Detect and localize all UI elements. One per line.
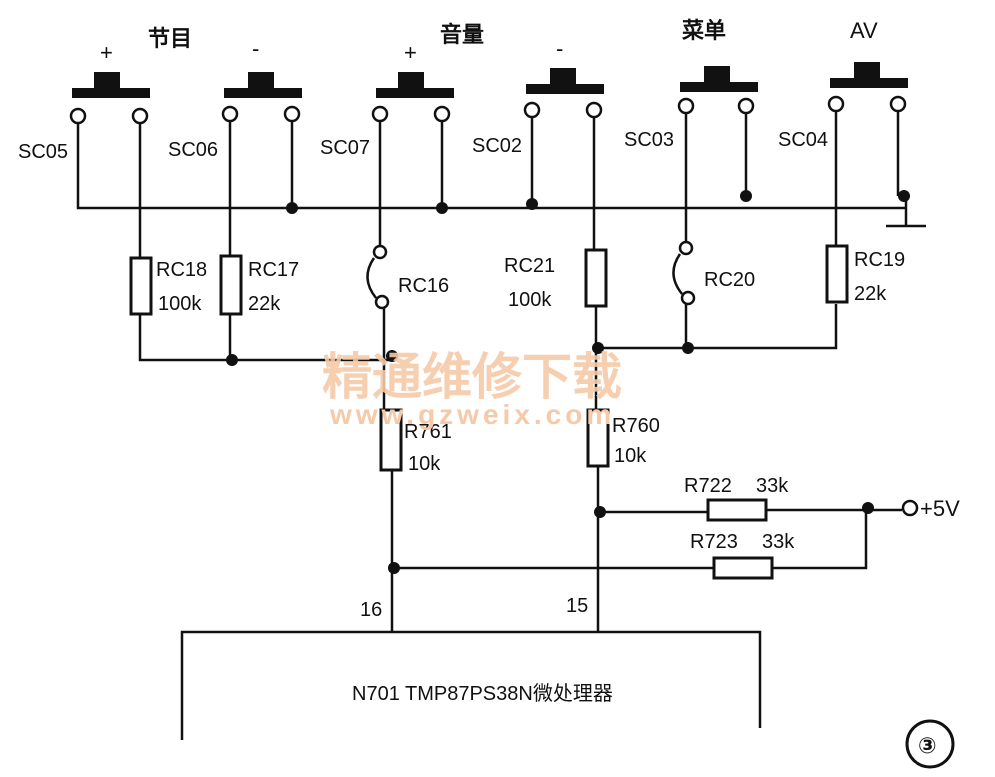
label-r761: R761 bbox=[404, 421, 452, 443]
button-sc03 bbox=[677, 66, 758, 115]
supply-label: +5V bbox=[920, 496, 960, 521]
microprocessor-box bbox=[180, 630, 762, 740]
label-rc21: RC21 bbox=[504, 255, 555, 277]
button-sc06 bbox=[221, 72, 302, 123]
label-sc07: SC07 bbox=[320, 137, 370, 159]
jumper-rc16 bbox=[366, 244, 390, 310]
value-r722: 33k bbox=[756, 475, 789, 497]
resistor-rc18 bbox=[129, 256, 153, 316]
sign-sc02: - bbox=[556, 36, 563, 61]
right-divider-wires bbox=[592, 111, 838, 410]
chip-label: N701 TMP87PS38N微处理器 bbox=[352, 682, 613, 705]
label-rc19: RC19 bbox=[854, 249, 905, 271]
label-channel: 节目 bbox=[148, 27, 192, 52]
label-rc18: RC18 bbox=[156, 259, 207, 281]
resistor-r722 bbox=[706, 498, 768, 522]
value-r760: 10k bbox=[614, 445, 647, 467]
figure-number: ③ bbox=[918, 734, 937, 759]
supply-wiring bbox=[388, 466, 919, 632]
resistor-rc17 bbox=[219, 254, 243, 316]
value-rc19: 22k bbox=[854, 283, 887, 305]
label-av: AV bbox=[850, 18, 878, 43]
sign-sc07: + bbox=[404, 40, 417, 65]
label-sc02: SC02 bbox=[472, 135, 522, 157]
button-sc04 bbox=[827, 62, 908, 113]
figure-number-circle bbox=[905, 719, 955, 769]
label-rc20: RC20 bbox=[704, 269, 755, 291]
value-rc21: 100k bbox=[508, 289, 552, 311]
label-sc03: SC03 bbox=[624, 129, 674, 151]
label-rc16: RC16 bbox=[398, 275, 449, 297]
resistor-rc19 bbox=[825, 244, 849, 304]
label-menu: 菜单 bbox=[681, 19, 726, 44]
label-r760: R760 bbox=[612, 415, 660, 437]
sign-sc05: + bbox=[100, 40, 113, 65]
value-rc18: 100k bbox=[158, 293, 202, 315]
label-sc06: SC06 bbox=[168, 139, 218, 161]
button-sc05 bbox=[69, 72, 150, 125]
resistor-rc21 bbox=[584, 248, 608, 308]
value-r723: 33k bbox=[762, 531, 795, 553]
button-sc07 bbox=[371, 72, 454, 123]
label-rc17: RC17 bbox=[248, 259, 299, 281]
label-sc04: SC04 bbox=[778, 129, 828, 151]
jumper-rc20 bbox=[672, 240, 696, 306]
left-divider-wires bbox=[138, 121, 398, 410]
sign-sc06: - bbox=[252, 36, 259, 61]
value-r761: 10k bbox=[408, 453, 441, 475]
pin-15-label: 15 bbox=[566, 595, 588, 617]
ground-bus bbox=[76, 111, 926, 258]
label-r723: R723 bbox=[690, 531, 738, 553]
button-sc02 bbox=[523, 68, 604, 119]
watermark-url: www.gzweix.com bbox=[329, 399, 615, 430]
resistor-r723 bbox=[712, 556, 774, 580]
label-r722: R722 bbox=[684, 475, 732, 497]
label-sc05: SC05 bbox=[18, 141, 68, 163]
pin-16-label: 16 bbox=[360, 599, 382, 621]
watermark-title: 精通维修下载 bbox=[322, 348, 622, 406]
label-volume: 音量 bbox=[440, 22, 484, 48]
value-rc17: 22k bbox=[248, 293, 281, 315]
